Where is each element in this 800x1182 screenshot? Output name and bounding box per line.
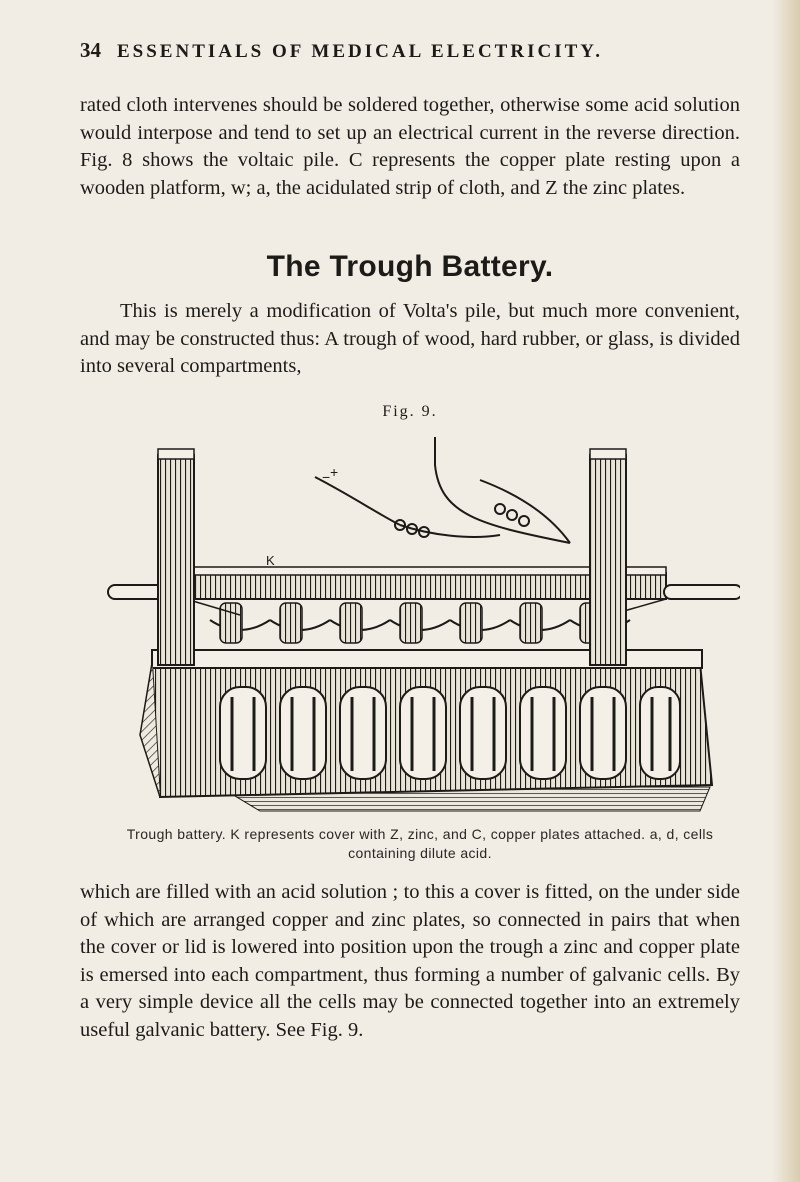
trough-body [139, 649, 714, 799]
page-edge-shadow [772, 0, 800, 1182]
figure-caption: Trough battery. K represents cover with … [126, 826, 714, 861]
trough-cells [219, 686, 681, 780]
cover-label-k: K [266, 553, 275, 568]
figure-label: Fig. 9. [382, 403, 438, 420]
page-number: 34 [80, 38, 101, 62]
connecting-wire [314, 437, 571, 544]
left-upright [157, 448, 195, 666]
battery-cover [107, 566, 740, 616]
paragraph-voltaic-pile: rated cloth intervenes should be soldere… [80, 94, 740, 199]
minus-mark: − [322, 469, 330, 485]
zinc-copper-plates [209, 602, 631, 644]
paragraph-trough-intro: This is merely a modification of Volta's… [80, 300, 740, 377]
plus-mark: + [330, 464, 338, 480]
running-title: ESSENTIALS OF MEDICAL ELECTRICITY. [117, 41, 603, 62]
trough-battery-illustration: − + K [107, 437, 740, 812]
paragraph-trough-construction: which are filled with an acid solution ;… [80, 881, 740, 1041]
right-upright [589, 448, 627, 666]
section-title: The Trough Battery. [266, 250, 554, 283]
running-header: 34 ESSENTIALS OF MEDICAL ELECTRICITY. [80, 38, 740, 63]
